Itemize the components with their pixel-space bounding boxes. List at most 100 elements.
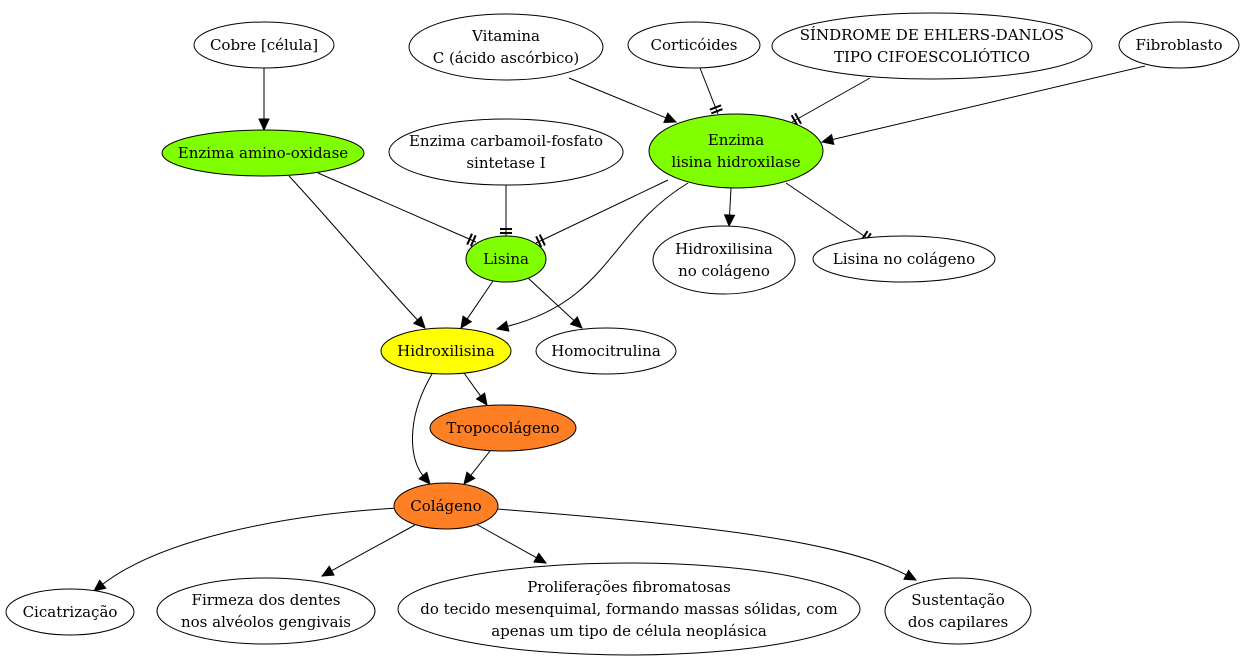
node-ellipse bbox=[388, 118, 624, 186]
node-cobre: Cobre [célula] bbox=[193, 21, 335, 69]
node-colageno: Colágeno bbox=[393, 482, 499, 530]
edge-carbamoil-to-lisina bbox=[500, 185, 512, 236]
node-ellipse bbox=[652, 225, 796, 295]
node-ellipse bbox=[397, 562, 861, 656]
arrowhead bbox=[475, 392, 488, 406]
node-homocitrulina: Homocitrulina bbox=[535, 327, 677, 375]
node-ellipse bbox=[771, 12, 1093, 80]
node-ellipse bbox=[429, 404, 577, 452]
node-label: Cicatrização bbox=[23, 603, 118, 621]
edge-line bbox=[527, 277, 575, 321]
node-label: Hidroxilisina bbox=[397, 342, 495, 360]
edge-colageno-to-sustentacao bbox=[496, 508, 918, 581]
node-label: Colágeno bbox=[410, 497, 481, 515]
node-ellipse bbox=[161, 129, 365, 177]
node-label: Sustentação bbox=[911, 591, 1005, 609]
node-ellipse bbox=[884, 577, 1032, 645]
node-hidroxilisina: Hidroxilisina bbox=[380, 327, 512, 375]
node-label: no colágeno bbox=[678, 262, 770, 280]
node-label: C (ácido ascórbico) bbox=[433, 49, 580, 67]
node-amino-oxidase: Enzima amino-oxidase bbox=[161, 129, 365, 177]
edge-line bbox=[699, 67, 719, 115]
node-label: nos alvéolos gengivais bbox=[181, 613, 351, 631]
edge-line bbox=[317, 172, 477, 243]
node-ellipse bbox=[408, 13, 604, 81]
node-lisina-colageno: Lisina no colágeno bbox=[812, 235, 996, 283]
node-label: SÍNDROME DE EHLERS-DANLOS bbox=[800, 26, 1064, 44]
node-label: Enzima amino-oxidase bbox=[178, 144, 348, 162]
edge-sindrome-to-lisina-hidroxilase bbox=[790, 77, 871, 127]
node-sindrome: SÍNDROME DE EHLERS-DANLOS TIPO CIFOESCOLI… bbox=[771, 12, 1093, 80]
edge-colageno-to-cicatrizacao bbox=[93, 507, 399, 592]
edge-vitamina-to-lisina-hidroxilase bbox=[568, 77, 678, 123]
arrowhead bbox=[663, 112, 678, 123]
node-label: apenas um tipo de célula neoplásica bbox=[491, 622, 767, 640]
edge-line bbox=[507, 182, 689, 327]
edge-line bbox=[791, 77, 871, 123]
node-label: do tecido mesenquimal, formando massas s… bbox=[420, 600, 838, 618]
arrowhead bbox=[258, 118, 270, 132]
node-label: sintetase I bbox=[466, 154, 545, 172]
edge-hidroxilisina-to-tropocolageno bbox=[463, 372, 488, 406]
edge-colageno-to-proliferacoes bbox=[475, 523, 548, 564]
inhibition-tee bbox=[469, 234, 477, 247]
node-label: Tropocolágeno bbox=[446, 419, 559, 437]
arrowhead bbox=[93, 579, 107, 592]
edge-lisina-hidroxilase-to-lisina bbox=[535, 179, 669, 248]
edge-line bbox=[832, 65, 1146, 140]
edge-line bbox=[102, 507, 399, 585]
arrowhead bbox=[418, 471, 431, 485]
edge-fibroblasto-to-lisina-hidroxilase bbox=[820, 65, 1146, 145]
node-fibroblasto: Fibroblasto bbox=[1118, 21, 1240, 69]
edge-line bbox=[535, 179, 669, 244]
node-proliferacoes: Proliferações fibromatosas do tecido mese… bbox=[397, 562, 861, 656]
arrowhead bbox=[320, 565, 335, 577]
arrowhead bbox=[903, 569, 918, 581]
node-ellipse bbox=[380, 327, 512, 375]
edge-line bbox=[466, 280, 494, 320]
node-cicatrizacao: Cicatrização bbox=[5, 588, 135, 636]
edge-lisina-hidroxilase-to-hidroxilisina bbox=[495, 182, 689, 332]
arrowhead bbox=[495, 320, 510, 332]
node-label: lisina hidroxilase bbox=[671, 153, 800, 171]
edge-tropocolageno-to-colageno bbox=[463, 450, 491, 485]
arrowhead bbox=[412, 315, 426, 329]
node-label: TIPO CIFOESCOLIÓTICO bbox=[834, 48, 1030, 66]
node-label: Lisina no colágeno bbox=[833, 250, 975, 268]
node-lisina: Lisina bbox=[465, 235, 547, 283]
arrowhead bbox=[463, 471, 476, 485]
edge-line bbox=[463, 372, 481, 397]
node-firmeza: Firmeza dos dentes nos alvéolos gengivais bbox=[156, 577, 376, 645]
edge-corticoides-to-lisina-hidroxilase bbox=[699, 67, 723, 115]
inhibition-tee bbox=[709, 104, 722, 111]
edge-lisina-to-hidroxilisina bbox=[460, 280, 494, 329]
edge-amino-oxidase-to-hidroxilisina bbox=[288, 175, 426, 329]
node-tropocolageno: Tropocolágeno bbox=[429, 404, 577, 452]
node-label: Fibroblasto bbox=[1135, 36, 1222, 54]
node-label: Firmeza dos dentes bbox=[192, 591, 341, 609]
node-ellipse bbox=[627, 21, 761, 69]
edge-cobre-to-amino-oxidase bbox=[258, 68, 270, 132]
arrowhead bbox=[723, 214, 736, 228]
edge-amino-oxidase-to-lisina bbox=[317, 172, 477, 247]
node-ellipse bbox=[193, 21, 335, 69]
node-label: Proliferações fibromatosas bbox=[527, 578, 731, 596]
node-ellipse bbox=[5, 588, 135, 636]
edge-line bbox=[411, 373, 433, 476]
node-ellipse bbox=[535, 327, 677, 375]
edge-line bbox=[470, 450, 491, 476]
edge-line bbox=[568, 77, 667, 119]
edge-line bbox=[288, 175, 418, 321]
node-label: Cobre [célula] bbox=[210, 36, 318, 54]
inhibition-tee bbox=[794, 112, 802, 125]
arrowhead bbox=[569, 315, 583, 329]
edge-lisina-hidroxilase-to-hidroxilisina-colageno bbox=[723, 187, 736, 228]
node-ellipse bbox=[648, 113, 824, 189]
